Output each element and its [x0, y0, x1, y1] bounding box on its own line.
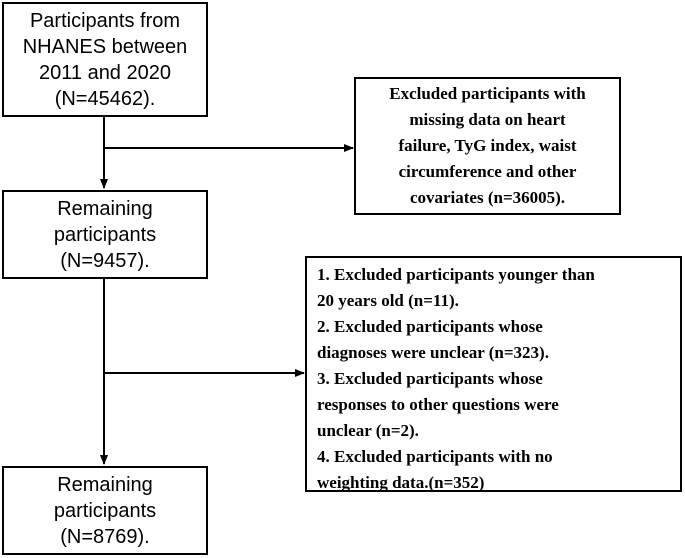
exclusion-2-line-1: 1. Excluded participants younger than — [317, 265, 595, 284]
exclusion-2-line-4: diagnoses were unclear (n=323). — [317, 343, 549, 362]
exclusion-2-line-7: unclear (n=2). — [317, 421, 419, 440]
exclusion-2-line-8: 4. Excluded participants with no — [317, 447, 553, 466]
exclusion-box-2: 1. Excluded participants younger than 20… — [305, 256, 682, 492]
remaining-participants-box-1: Remaining participants (N=9457). — [2, 190, 208, 279]
start-participants-box: Participants from NHANES between 2011 an… — [2, 2, 208, 117]
remaining-participants-box-2: Remaining participants (N=8769). — [2, 466, 208, 555]
exclusion-box-1: Excluded participants with missing data … — [354, 77, 621, 215]
exclusion-2-line-6: responses to other questions were — [317, 395, 559, 414]
exclusion-1-line-1: Excluded participants with — [389, 84, 586, 103]
exclusion-1-line-3: failure, TyG index, waist — [398, 136, 577, 155]
remaining-2-line-1: Remaining — [57, 473, 153, 496]
remaining-1-line-1: Remaining — [57, 197, 153, 220]
start-line-1: Participants from — [29, 9, 181, 32]
remaining-1-line-3: (N=9457). — [60, 249, 150, 272]
exclusion-2-line-3: 2. Excluded participants whose — [317, 317, 543, 336]
exclusion-1-line-4: circumference and other — [398, 162, 577, 181]
exclusion-1-line-5: covariates (n=36005). — [409, 188, 566, 207]
exclusion-2-line-5: 3. Excluded participants whose — [317, 369, 543, 388]
remaining-2-line-2: participants — [53, 499, 157, 522]
start-line-2: NHANES between — [22, 35, 188, 58]
remaining-1-line-2: participants — [53, 223, 157, 246]
remaining-2-line-3: (N=8769). — [60, 525, 150, 548]
start-line-4: (N=45462). — [54, 87, 156, 110]
exclusion-1-line-2: missing data on heart — [409, 110, 566, 129]
exclusion-2-line-9: weighting data.(n=352) — [317, 473, 485, 492]
exclusion-2-line-2: 20 years old (n=11). — [317, 291, 459, 310]
start-line-3: 2011 and 2020 — [39, 61, 171, 84]
